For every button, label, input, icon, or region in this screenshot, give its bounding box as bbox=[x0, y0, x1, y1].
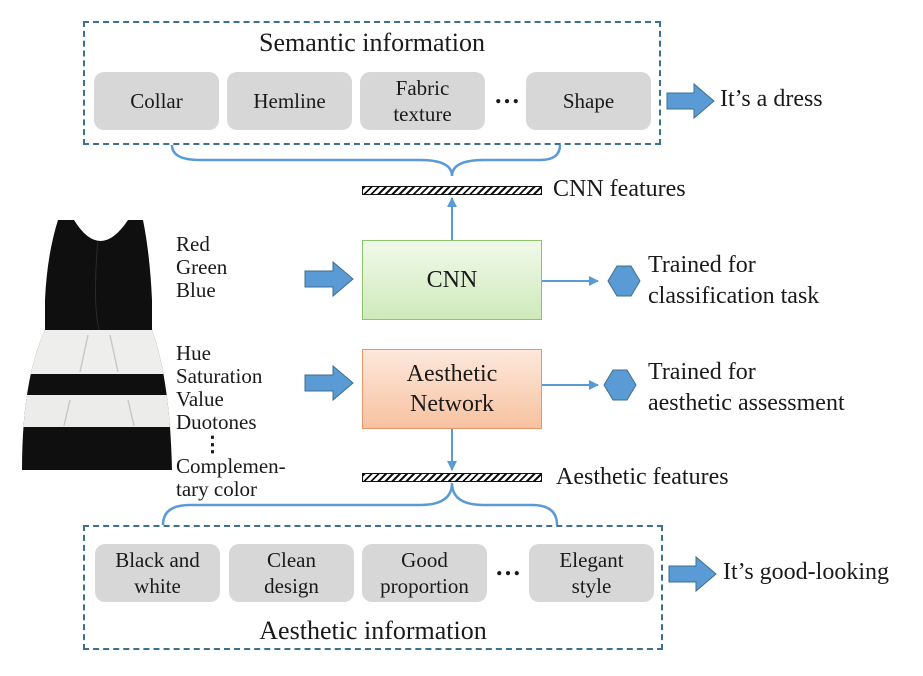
aesthetic-box-line-1: Aesthetic bbox=[406, 361, 498, 387]
semantic-panel bbox=[83, 21, 661, 145]
cnn-box-label: CNN bbox=[426, 267, 478, 293]
input-green: Green bbox=[176, 255, 228, 279]
hsv-input-arrow-icon bbox=[304, 364, 354, 402]
pill-label-line-1: Good bbox=[401, 548, 448, 572]
cnn-trained-text: Trained for classification task bbox=[648, 250, 819, 312]
pill-label-line-1: Clean bbox=[267, 548, 316, 572]
pill-label-line-1: Black and bbox=[115, 548, 200, 572]
aesthetic-inputs: Hue Saturation Value Duotones ⋮ Compleme… bbox=[176, 342, 286, 501]
pill-label-line-2: texture bbox=[393, 102, 452, 126]
input-red: Red bbox=[176, 232, 210, 256]
semantic-ellipsis: … bbox=[494, 80, 521, 109]
aesthetic-item-clean-design: Clean design bbox=[229, 544, 354, 602]
aesthetic-trained-line-1: Trained for bbox=[648, 359, 756, 385]
cnn-inputs: Red Green Blue bbox=[176, 233, 227, 302]
aesthetic-trained-line-2: aesthetic assessment bbox=[648, 390, 845, 416]
pill-label-line-2: style bbox=[571, 574, 612, 598]
semantic-item-collar: Collar bbox=[94, 72, 219, 130]
pill-label: Shape bbox=[562, 89, 615, 113]
pill-label-line-1: Fabric bbox=[395, 76, 450, 100]
input-complementary-1: Complemen- bbox=[176, 454, 286, 478]
semantic-result: It’s a dress bbox=[720, 86, 823, 112]
input-duotones: Duotones bbox=[176, 410, 257, 434]
semantic-result-arrow-icon bbox=[666, 82, 715, 120]
input-value: Value bbox=[176, 387, 224, 411]
aesthetic-title: Aesthetic information bbox=[259, 616, 487, 645]
pill-label-line-2: design bbox=[264, 574, 319, 598]
aesthetic-item-good-proportion: Good proportion bbox=[362, 544, 487, 602]
input-hue: Hue bbox=[176, 341, 211, 365]
aesthetic-panel bbox=[83, 525, 663, 650]
input-saturation: Saturation bbox=[176, 364, 263, 388]
cnn-trained-line-2: classification task bbox=[648, 283, 820, 309]
input-blue: Blue bbox=[176, 278, 216, 302]
aesthetic-features-label: Aesthetic features bbox=[556, 464, 729, 490]
aesthetic-result-arrow-icon bbox=[668, 555, 717, 593]
cnn-features-label: CNN features bbox=[553, 176, 686, 202]
aesthetic-network-box: Aesthetic Network bbox=[362, 349, 542, 429]
aesthetic-ellipsis: … bbox=[495, 552, 522, 581]
semantic-item-shape: Shape bbox=[526, 72, 651, 130]
pill-label: Hemline bbox=[253, 89, 326, 113]
aesthetic-item-black-and-white: Black and white bbox=[95, 544, 220, 602]
cnn-trained-line-1: Trained for bbox=[648, 252, 756, 278]
semantic-title: Semantic information bbox=[258, 28, 485, 57]
input-complementary-2: tary color bbox=[176, 477, 258, 501]
pill-label-line-2: proportion bbox=[380, 574, 469, 598]
cnn-box: CNN bbox=[362, 240, 542, 320]
rgb-input-arrow-icon bbox=[304, 260, 354, 298]
aesthetic-features-bar bbox=[362, 473, 542, 482]
vertical-ellipsis-icon: ⋮ bbox=[202, 432, 223, 456]
aesthetic-item-elegant-style: Elegant style bbox=[529, 544, 654, 602]
pill-label: Collar bbox=[130, 89, 183, 113]
cnn-hexagon-icon bbox=[607, 265, 641, 297]
semantic-item-hemline: Hemline bbox=[227, 72, 352, 130]
semantic-brace bbox=[170, 144, 562, 177]
pill-label-line-1: Elegant bbox=[559, 548, 624, 572]
aesthetic-result: It’s good-looking bbox=[723, 559, 889, 585]
cnn-features-bar bbox=[362, 186, 542, 195]
pill-label-line-2: white bbox=[134, 574, 181, 598]
semantic-item-fabric-texture: Fabric texture bbox=[360, 72, 485, 130]
aesthetic-box-line-2: Network bbox=[410, 391, 494, 417]
aesthetic-hexagon-icon bbox=[603, 369, 637, 401]
aesthetic-trained-text: Trained for aesthetic assessment bbox=[648, 357, 845, 419]
